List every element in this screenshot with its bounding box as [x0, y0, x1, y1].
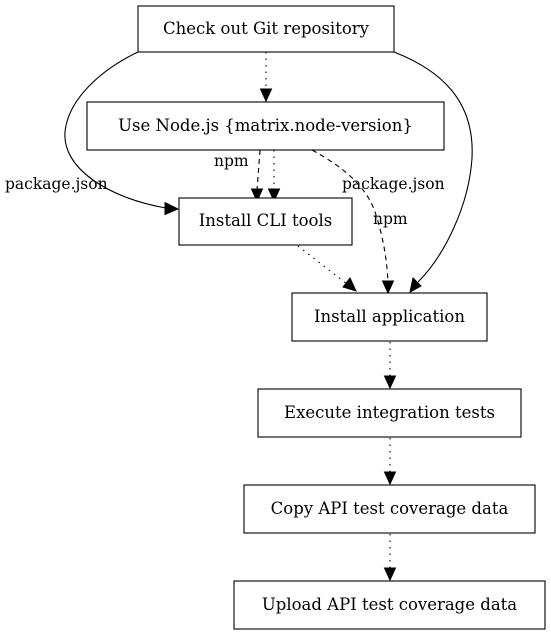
edge-label-node-to-app: npm: [373, 210, 408, 228]
edge-use-node-to-install-app-npm: [311, 149, 395, 295]
node-label: Check out Git repository: [163, 19, 370, 38]
node-use-node: Use Node.js {matrix.node-version}: [86, 101, 445, 151]
edge-label-checkout-to-app: package.json: [342, 175, 445, 193]
arrowhead: [409, 276, 422, 293]
arrowhead: [383, 471, 397, 486]
node-label: Use Node.js {matrix.node-version}: [118, 116, 413, 135]
arrowhead: [250, 188, 264, 203]
node-checkout: Check out Git repository: [137, 5, 395, 53]
node-copy-coverage: Copy API test coverage data: [243, 484, 536, 534]
edge-install-cli-to-install-app: [297, 245, 357, 292]
arrowhead: [383, 375, 397, 390]
node-label: Execute integration tests: [284, 403, 495, 422]
edge-label-checkout-to-cli: package.json: [5, 175, 108, 193]
edge-checkout-to-use-node: [259, 52, 273, 103]
node-execute-tests: Execute integration tests: [257, 388, 522, 438]
node-label: Install CLI tools: [199, 211, 332, 230]
edge-label-node-to-cli: npm: [214, 152, 249, 170]
arrowhead: [342, 277, 357, 292]
edge-checkout-to-install-app: [393, 51, 473, 293]
node-label: Upload API test coverage data: [262, 595, 517, 614]
edge-execute-tests-to-copy-coverage: [383, 438, 397, 486]
node-label: Copy API test coverage data: [271, 499, 509, 518]
node-label: Install application: [314, 307, 465, 326]
edge-install-app-to-execute-tests: [383, 342, 397, 390]
arrowhead: [381, 280, 395, 295]
arrowhead: [164, 201, 180, 216]
node-install-app: Install application: [291, 292, 488, 342]
arrowhead: [383, 567, 397, 582]
node-upload-coverage: Upload API test coverage data: [233, 580, 546, 630]
edge-use-node-to-install-cli-npm: [250, 149, 264, 203]
arrowhead: [267, 188, 281, 203]
edge-copy-coverage-to-upload-coverage: [383, 534, 397, 582]
edge-use-node-to-install-cli: [267, 150, 281, 203]
arrowhead: [259, 88, 273, 103]
node-install-cli: Install CLI tools: [178, 197, 353, 246]
edge-checkout-to-install-cli: [64, 51, 180, 216]
